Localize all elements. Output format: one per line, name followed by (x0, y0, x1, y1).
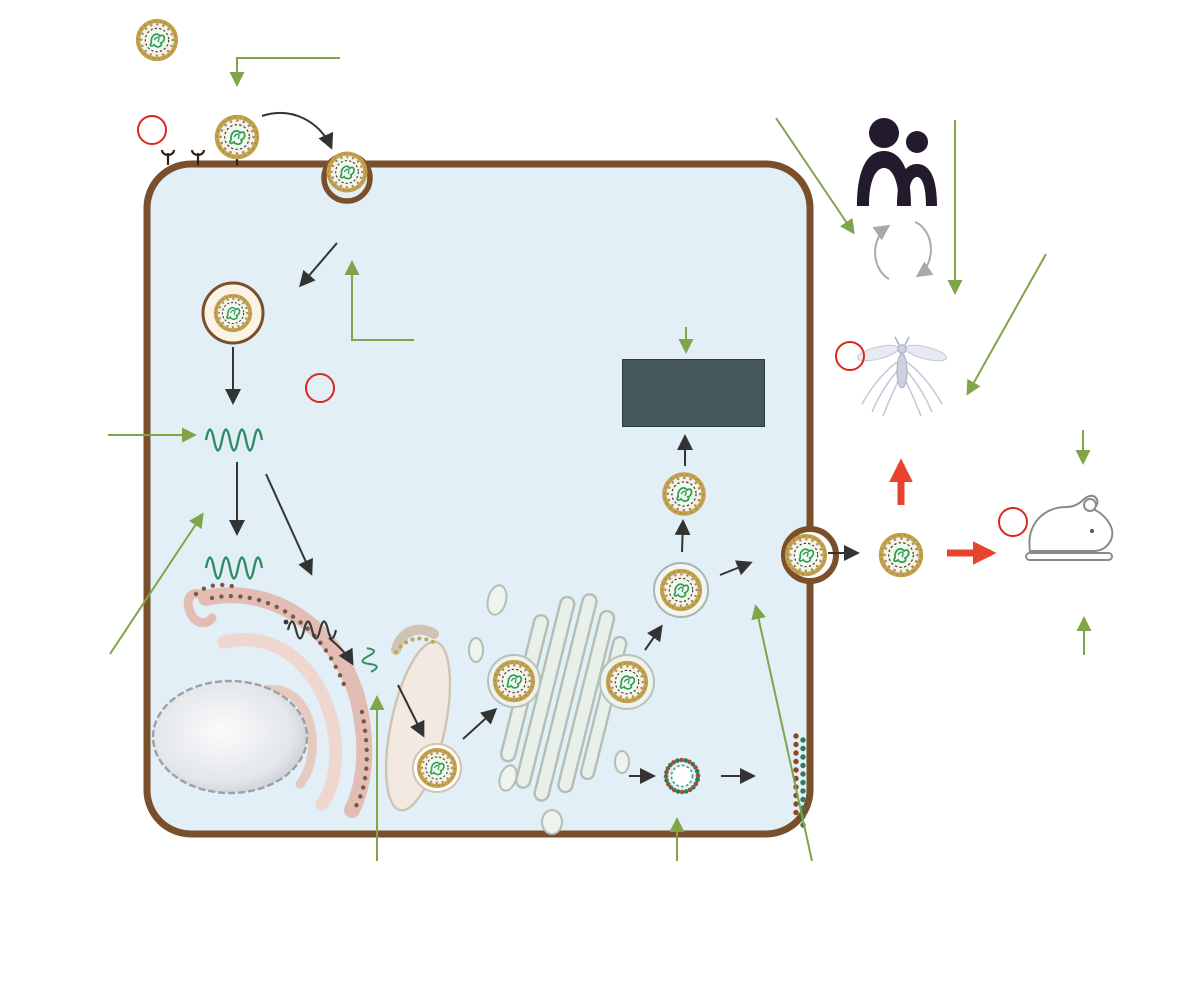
people-icon (857, 118, 937, 206)
mouse-icon (1025, 494, 1114, 561)
genome-rna-squiggle (204, 428, 264, 452)
process-arrows (225, 111, 860, 784)
step-badge-2 (305, 373, 335, 403)
translated-rna-squiggle (204, 556, 264, 580)
viral-rna-coil (361, 647, 378, 673)
virus-particles (138, 21, 921, 796)
er-shape (183, 582, 373, 818)
step-badge-4 (998, 507, 1028, 537)
nucleus-shape (151, 679, 309, 795)
outcome-arrows (889, 458, 997, 565)
step-badge-3 (835, 341, 865, 371)
minus-rna-squiggle (283, 619, 338, 640)
glycosylation-effect-arrows (108, 57, 1092, 862)
cytopathy-apoptosis-box (622, 359, 765, 427)
membrane-spike-proteins (793, 733, 806, 831)
transmission-cycle-arrows (872, 221, 934, 280)
step-badge-1 (137, 115, 167, 145)
